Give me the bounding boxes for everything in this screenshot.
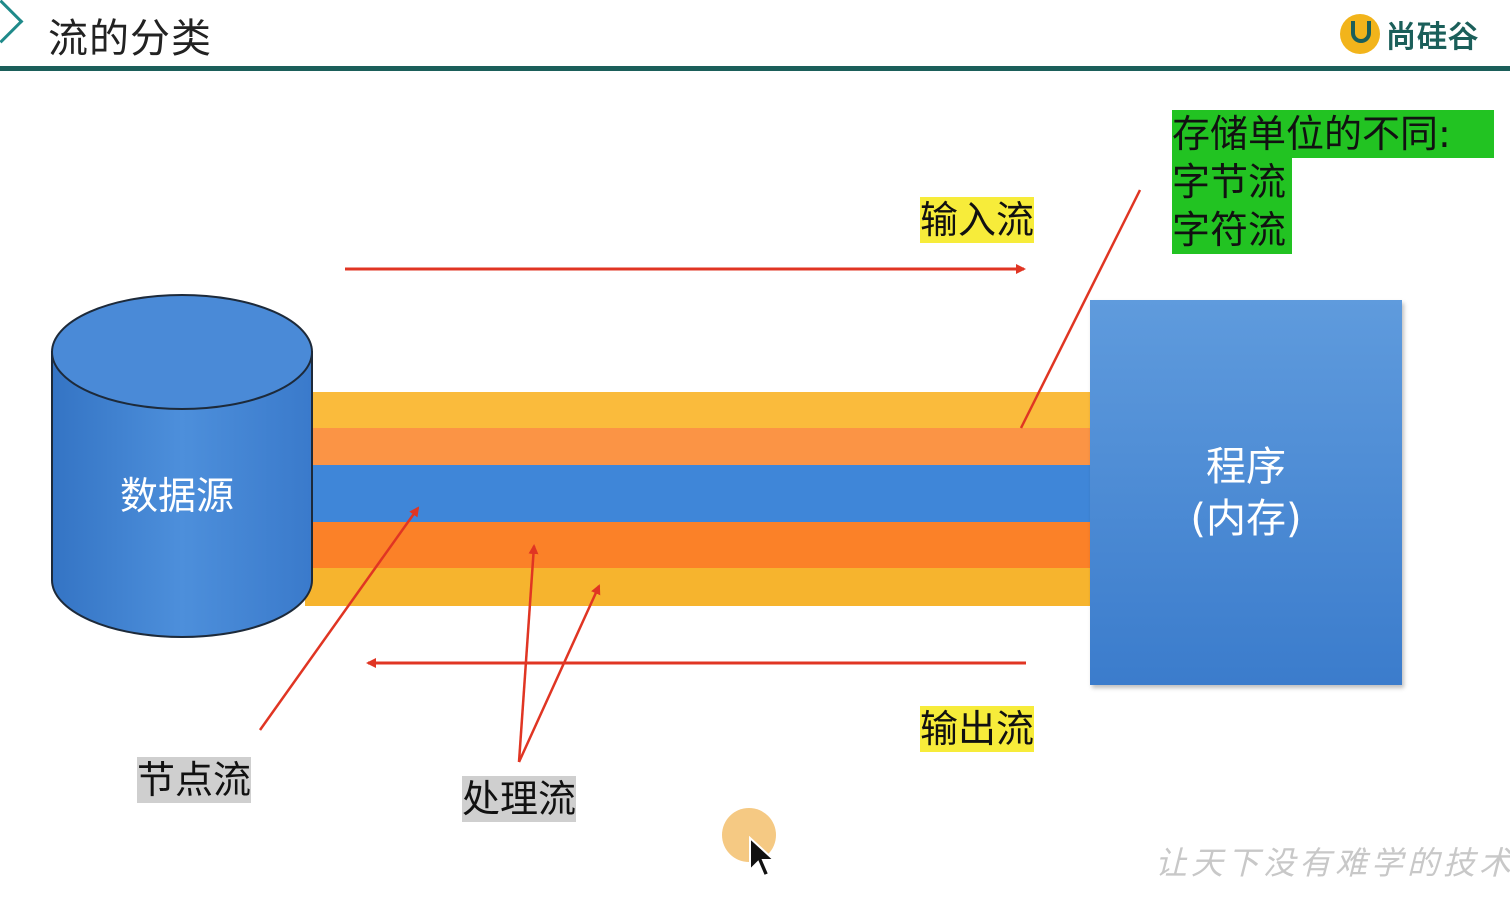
u-logo-icon (1340, 14, 1380, 54)
byte-stream-item: 字节流 (1172, 158, 1292, 206)
band-center (305, 465, 1091, 522)
storage-unit-note: 存储单位的不同: 字节流 字符流 (1172, 110, 1494, 254)
data-source-label: 数据源 (120, 474, 235, 518)
processing-stream-pointer-2 (517, 584, 601, 763)
band-middle-bottom (305, 522, 1091, 570)
band-outer-bottom (305, 568, 1091, 606)
program-memory-box: 程序 (内存) (1090, 300, 1402, 685)
node-stream-label: 节点流 (137, 757, 252, 803)
processing-stream-pointer-1 (517, 544, 539, 763)
processing-stream-label: 处理流 (462, 776, 577, 822)
slide-header: 流的分类 尚硅谷 (0, 0, 1510, 72)
brand-logo: 尚硅谷 (1340, 12, 1479, 56)
mouse-pointer-icon (749, 836, 777, 878)
char-stream-item: 字符流 (1172, 206, 1292, 254)
memory-label: (内存) (1190, 495, 1302, 542)
logo-text: 尚硅谷 (1386, 20, 1479, 55)
watermark-slogan: 让天下没有难学的技术 (1155, 844, 1510, 882)
input-stream-label: 输入流 (920, 197, 1035, 243)
header-divider (0, 66, 1510, 71)
storage-unit-title: 存储单位的不同: (1172, 110, 1494, 158)
unit-note-pointer (1019, 189, 1142, 429)
node-stream-pointer (258, 506, 420, 731)
data-source-cylinder (51, 294, 313, 638)
page-title: 流的分类 (48, 16, 212, 62)
band-middle-top (305, 428, 1091, 466)
program-label: 程序 (1206, 443, 1286, 490)
output-stream-label: 输出流 (920, 706, 1035, 752)
band-outer-top (305, 392, 1091, 430)
